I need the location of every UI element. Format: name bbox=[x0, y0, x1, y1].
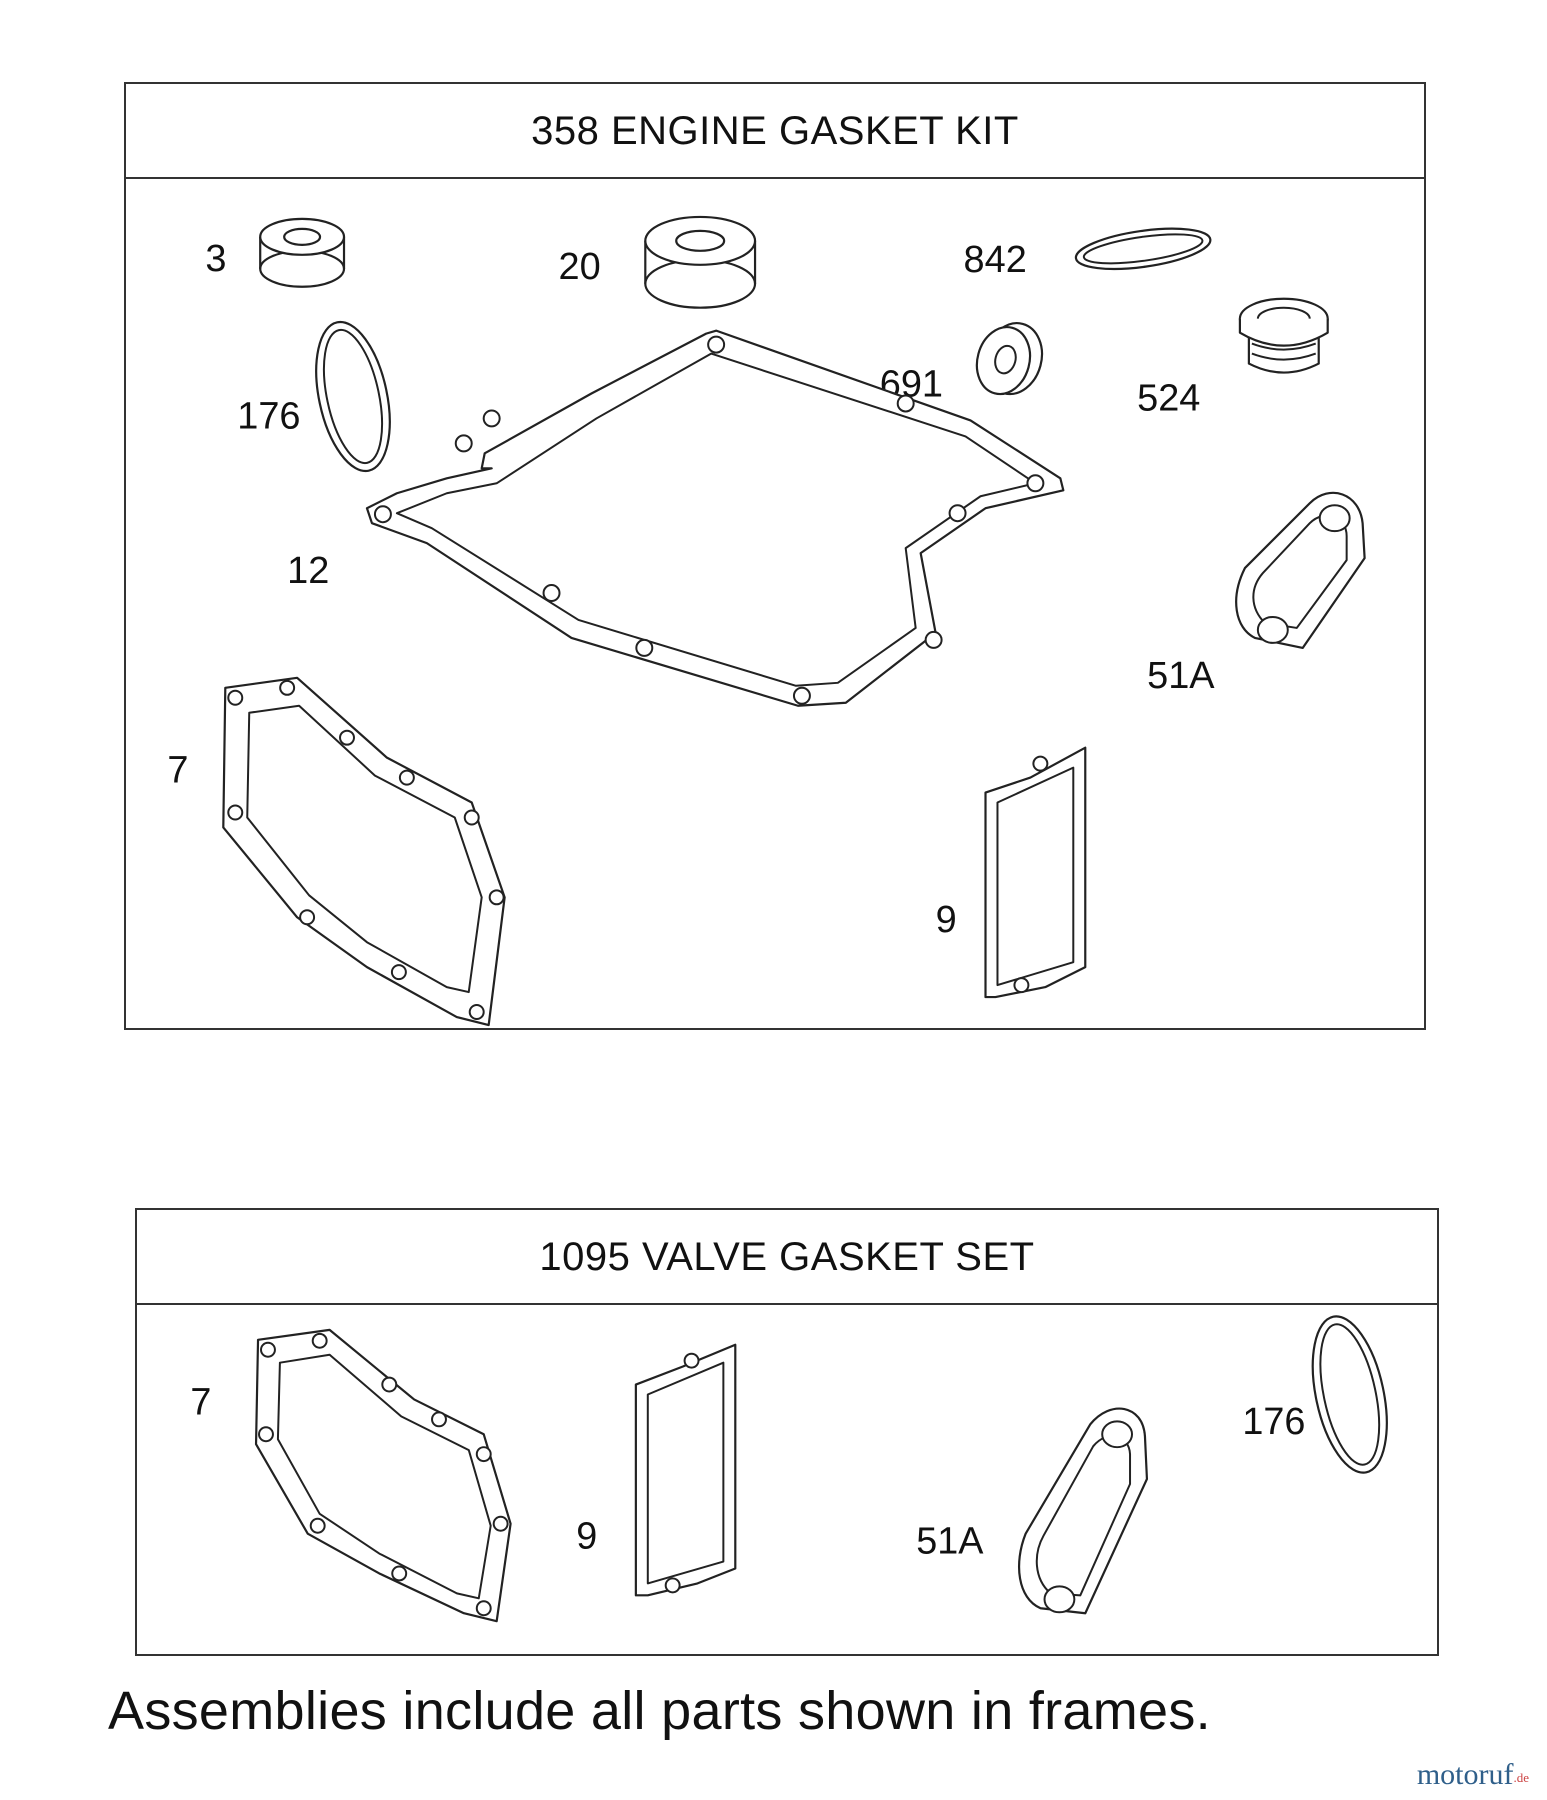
valve-gasket-set-parts: 7 9 51A 176 bbox=[137, 1305, 1437, 1654]
assemblies-footnote: Assemblies include all parts shown in fr… bbox=[108, 1681, 1211, 1741]
callout-12: 12 bbox=[287, 550, 329, 592]
callout-9: 9 bbox=[936, 899, 957, 941]
callout-9: 9 bbox=[576, 1516, 597, 1558]
engine-gasket-kit-parts: 3 20 842 176 bbox=[126, 179, 1424, 1028]
part-9-cover-gasket bbox=[984, 746, 1087, 999]
callout-176: 176 bbox=[1242, 1401, 1305, 1443]
callout-7: 7 bbox=[190, 1381, 211, 1423]
engine-gasket-kit-title: 358 ENGINE GASKET KIT bbox=[126, 84, 1424, 179]
valve-gasket-set-frame: 1095 VALVE GASKET SET 7 bbox=[135, 1208, 1439, 1656]
engine-gasket-kit-illustration: 3 20 842 176 bbox=[167, 215, 1366, 1027]
callout-842: 842 bbox=[964, 239, 1027, 281]
part-3-oil-seal bbox=[259, 217, 346, 288]
part-20-oil-seal bbox=[644, 215, 757, 309]
part-9-cover-gasket bbox=[634, 1343, 737, 1597]
callout-20: 20 bbox=[559, 246, 601, 288]
part-7-head-gasket bbox=[222, 676, 506, 1027]
part-51a-intake-gasket bbox=[1235, 491, 1366, 649]
callout-7: 7 bbox=[167, 750, 188, 792]
part-7-head-gasket bbox=[254, 1328, 512, 1623]
watermark-suffix: .de bbox=[1513, 1770, 1529, 1785]
engine-gasket-kit-frame: 358 ENGINE GASKET KIT 3 20 bbox=[124, 82, 1426, 1030]
callout-51a: 51A bbox=[916, 1521, 984, 1563]
callout-51a: 51A bbox=[1147, 655, 1215, 697]
valve-gasket-set-illustration: 7 9 51A 176 bbox=[190, 1315, 1388, 1623]
part-51a-intake-gasket bbox=[1018, 1407, 1149, 1615]
valve-gasket-set-title: 1095 VALVE GASKET SET bbox=[137, 1210, 1437, 1305]
callout-176: 176 bbox=[237, 395, 300, 437]
part-176-gasket bbox=[1311, 1315, 1388, 1474]
part-524-plug bbox=[1238, 297, 1329, 374]
callout-524: 524 bbox=[1137, 377, 1200, 419]
watermark-logo: motoruf.de bbox=[1417, 1758, 1529, 1792]
part-691-seal bbox=[975, 322, 1044, 396]
part-12-crankcase-gasket bbox=[365, 329, 1065, 707]
watermark-text: motoruf bbox=[1416, 1758, 1514, 1791]
part-842-o-ring bbox=[1074, 227, 1212, 271]
part-176-gasket bbox=[315, 320, 391, 473]
callout-3: 3 bbox=[205, 238, 226, 280]
